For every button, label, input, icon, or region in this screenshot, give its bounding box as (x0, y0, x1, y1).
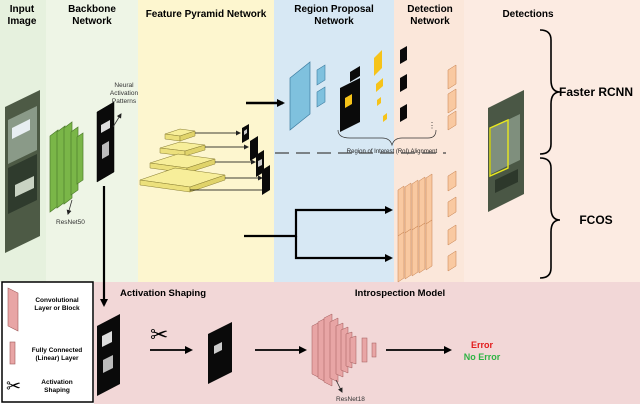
input-image (5, 90, 40, 253)
activation-shaping-heading: Activation Shaping (120, 288, 206, 299)
no-error-output: No Error (464, 352, 501, 362)
fpn-heading: Feature Pyramid Network (146, 9, 267, 20)
fpn-pyramid (139, 128, 226, 193)
rpn-proposals (374, 50, 387, 122)
resnet18-label: ResNet18 (336, 396, 365, 403)
detection-output-image (488, 90, 524, 212)
error-output: Error (471, 340, 494, 350)
rpn-column-bg (274, 0, 394, 282)
rpn-layers (289, 61, 360, 132)
roi-alignment-label: Region of Interest (RoI) Alignment (347, 149, 438, 155)
introspection-model-heading: Introspection Model (355, 288, 445, 299)
faster-rcnn-fc-layers (447, 64, 457, 131)
legend-scissors-icon: ✂ (6, 376, 21, 396)
backbone-layers (49, 121, 84, 213)
raw-activation-map (97, 314, 120, 396)
fpn-activation-maps (242, 124, 270, 195)
legend-conv-icon (7, 287, 19, 332)
fcos-label: FCOS (579, 213, 612, 227)
shaped-activation-map (208, 322, 232, 384)
fcos-layers (397, 170, 457, 283)
scissors-icon: ✂ (150, 322, 168, 347)
legend-fc-icon (9, 341, 16, 365)
roi-feature-patches (400, 46, 407, 122)
fcos-brace (539, 157, 561, 279)
detections-heading: Detections (502, 9, 554, 20)
backbone-activation-map (96, 101, 115, 183)
introspection-layers (311, 313, 377, 387)
roi-dots: ⋮ (428, 121, 436, 130)
faster-rcnn-label: Faster RCNN (559, 85, 633, 99)
legend-fc-label: Fully Connected(Linear) Layer (32, 347, 83, 362)
faster-rcnn-brace (539, 29, 561, 155)
resnet50-label: ResNet50 (56, 219, 85, 226)
